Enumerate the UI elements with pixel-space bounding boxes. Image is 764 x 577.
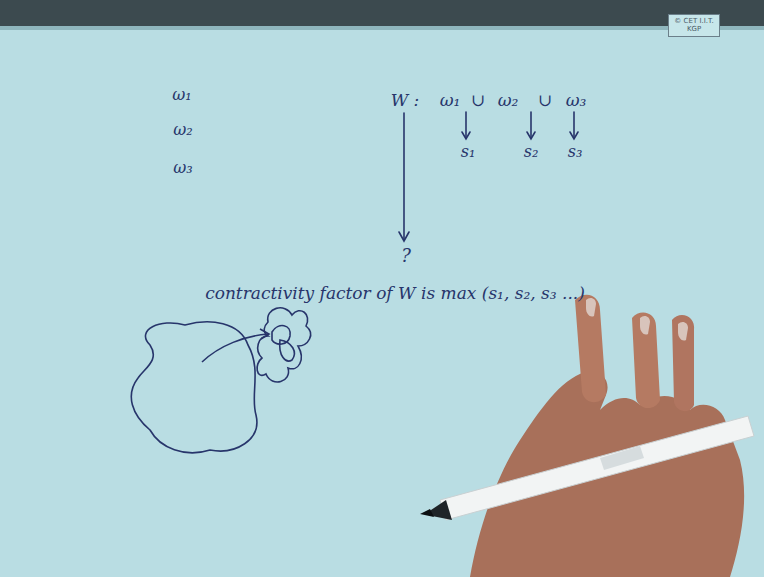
math-symbol: s₂ — [524, 143, 539, 161]
math-symbol: ω₂ — [498, 91, 519, 110]
logo-box: © CET I.I.T. KGP — [668, 14, 720, 37]
math-symbol: ? — [401, 246, 411, 266]
math-symbol: ∪ — [471, 91, 485, 110]
note-text: contractivity factor of W is max (s₁, s₂… — [205, 284, 585, 303]
top-band — [0, 0, 764, 26]
math-symbol: ω₁ — [440, 91, 461, 110]
math-symbol: s₁ — [461, 143, 476, 161]
math-symbol: ∪ — [538, 91, 552, 110]
math-symbol: s₃ — [568, 143, 583, 161]
math-symbol: ω₂ — [173, 121, 192, 139]
arrows — [399, 112, 578, 241]
logo-text: © CET I.I.T. KGP — [672, 17, 716, 34]
math-symbol: ω₁ — [172, 86, 191, 104]
hand-and-pen — [420, 295, 754, 577]
math-symbol: W : — [391, 91, 420, 110]
set-blobs — [131, 308, 310, 453]
math-symbol: ω₃ — [173, 159, 192, 177]
math-symbol: ω₃ — [566, 91, 587, 110]
band-edge — [0, 26, 764, 30]
